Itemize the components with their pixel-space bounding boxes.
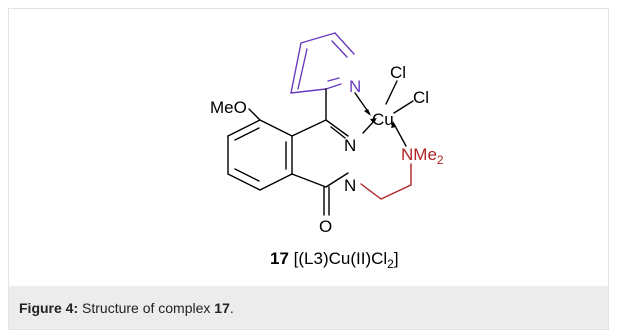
caption-compound: 17 (214, 300, 230, 316)
pyridine-n-label: N (349, 77, 361, 96)
copper-complex-structure: N Cu Cl Cl N N NMe2 MeO O 17 [(L3)Cu(II)… (210, 32, 444, 271)
carbonyl-bond (323, 186, 330, 216)
phthalazine-ring (291, 119, 349, 188)
caption-prefix: Figure 4: (19, 300, 79, 316)
chloride-1-label: Cl (390, 63, 406, 82)
ring-n-upper-label: N (344, 136, 356, 155)
bond-ome (248, 108, 261, 121)
ring-n-lower-label: N (344, 176, 356, 195)
caption-text: Structure of complex (82, 300, 211, 316)
structure-panel: N Cu Cl Cl N N NMe2 MeO O 17 [(L3)Cu(II)… (8, 8, 609, 286)
amine-label: NMe2 (401, 145, 444, 167)
caption-suffix: . (229, 300, 234, 316)
carbonyl-o-label: O (319, 217, 332, 236)
chloride-2-label: Cl (413, 88, 429, 107)
copper-bonds (354, 80, 414, 147)
benzo-ring (227, 119, 293, 191)
ethyl-chain (360, 163, 412, 200)
copper-label: Cu (372, 110, 394, 129)
methoxy-label: MeO (210, 98, 247, 117)
pyridine-ring (290, 32, 355, 94)
compound-label: 17 [(L3)Cu(II)Cl2] (270, 249, 399, 271)
caption-bar: Figure 4: Structure of complex 17. (8, 286, 609, 330)
figure-caption: Figure 4: Structure of complex 17. (19, 300, 234, 316)
coordination-arrows (364, 109, 396, 128)
